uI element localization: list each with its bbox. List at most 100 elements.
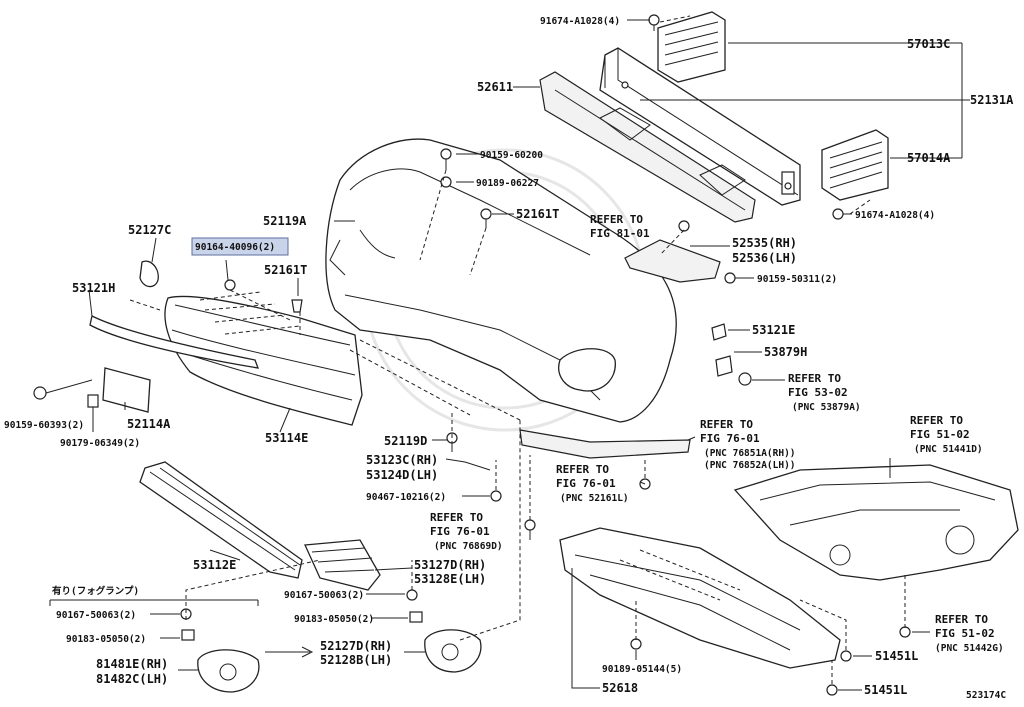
label-90189-05144[interactable]: 90189-05144(5) [602,664,682,675]
label-90167-50063-b[interactable]: 90167-50063(2) [56,610,136,621]
label-52536[interactable]: 52536(LH) [732,251,797,265]
label-57014a[interactable]: 57014A [907,151,951,165]
refer-76-01-a-line-3: (PNC 76851A(RH)) [704,448,796,459]
clip-icon [630,638,642,650]
refer-51-02-a[interactable]: REFER TO FIG 51-02 (PNC 51441D) [910,414,983,455]
arrow-icon [265,646,314,658]
under-cover-52618-part [559,527,841,669]
refer-76-01-b-line-3: (PNC 52161L) [560,493,629,504]
label-90183-05050-a[interactable]: 90183-05050(2) [294,614,374,625]
label-91674-top[interactable]: 91674-A1028(4) [540,16,620,27]
clip-icon [291,299,303,313]
refer-76-01-c-line-2: FIG 76-01 [430,525,490,538]
fog-bezel-right-part [424,629,482,673]
label-53123c[interactable]: 53123C(RH) [366,453,438,467]
label-57013c[interactable]: 57013C [907,37,950,51]
refer-51-02-a-line-1: REFER TO [910,414,963,427]
refer-76-01-b-line-1: REFER TO [556,463,609,476]
leader-lines [45,19,970,691]
bracket-57014a-part [821,129,889,201]
license-bracket-part [87,367,151,413]
label-53124d[interactable]: 53124D(LH) [366,468,438,482]
refer-76-01-b[interactable]: REFER TO FIG 76-01 (PNC 52161L) [556,463,629,504]
side-grille-part [304,539,381,591]
label-52611[interactable]: 52611 [477,80,513,94]
label-90467-10216[interactable]: 90467-10216(2) [366,492,446,503]
label-90179-06349[interactable]: 90179-06349(2) [60,438,140,449]
label-52535[interactable]: 52535(RH) [732,236,797,250]
label-52119a[interactable]: 52119A [263,214,307,228]
label-51451l-a[interactable]: 51451L [875,649,918,663]
label-53112e[interactable]: 53112E [193,558,236,572]
label-53114e[interactable]: 53114E [265,431,308,445]
label-81481e[interactable]: 81481E(RH) [96,657,168,671]
label-53121h[interactable]: 53121H [72,281,115,295]
refer-76-01-a[interactable]: REFER TO FIG 76-01 (PNC 76851A(RH)) (PNC… [700,418,796,471]
label-fog-lamp-option: 有り(フォグランプ) [52,585,139,597]
highlight-box [191,237,289,256]
refer-53-02[interactable]: REFER TO FIG 53-02 (PNC 53879A) [788,372,861,413]
label-52127c[interactable]: 52127C [128,223,171,237]
clip-icon [480,208,492,228]
nut-icon [440,176,452,188]
label-51451l-b[interactable]: 51451L [864,683,907,697]
refer-53-02-line-3: (PNC 53879A) [792,402,861,413]
refer-76-01-c-line-1: REFER TO [430,511,483,524]
clip-icon [715,355,733,377]
clip-icon [899,626,911,638]
refer-76-01-c-line-3: (PNC 76869D) [434,541,503,552]
label-52127d[interactable]: 52127D(RH) [320,639,392,653]
bumper-cover-part [325,138,677,423]
label-81482c[interactable]: 81482C(LH) [96,672,168,686]
refer-51-02-b-line-3: (PNC 51442G) [935,643,1004,654]
bolt-icon [33,386,47,400]
label-90183-05050-b[interactable]: 90183-05050(2) [66,634,146,645]
clip-icon [524,519,536,540]
label-52161t-b[interactable]: 52161T [264,263,307,277]
refer-81-01[interactable]: REFER TO FIG 81-01 [590,213,650,240]
label-52119d[interactable]: 52119D [384,434,427,448]
refer-81-01-line-2: FIG 81-01 [590,227,650,240]
nut-icon [409,611,423,623]
label-52131a[interactable]: 52131A [970,93,1014,107]
label-53127d[interactable]: 53127D(RH) [414,558,486,572]
fasteners [33,14,911,696]
refer-53-02-line-2: FIG 53-02 [788,386,848,399]
label-52161t-a[interactable]: 52161T [516,207,559,221]
label-90189-06227[interactable]: 90189-06227 [476,178,539,189]
clip-icon [490,490,502,502]
refer-76-01-c[interactable]: REFER TO FIG 76-01 (PNC 76869D) [430,511,503,552]
label-90159-60200[interactable]: 90159-60200 [480,150,543,161]
label-52128b[interactable]: 52128B(LH) [320,653,392,667]
clip-icon [224,279,236,291]
refer-76-01-a-line-4: (PNC 76852A(LH)) [704,460,796,471]
label-53121e[interactable]: 53121E [752,323,795,337]
label-53879h[interactable]: 53879H [764,345,807,359]
refer-81-01-line-1: REFER TO [590,213,643,226]
refer-51-02-b[interactable]: REFER TO FIG 51-02 (PNC 51442G) [935,613,1004,654]
label-90167-50063-a[interactable]: 90167-50063(2) [284,590,364,601]
label-53128e[interactable]: 53128E(LH) [414,572,486,586]
bracket-57013c-part [657,11,726,83]
lower-grille-part [164,295,363,426]
screw-icon [406,589,418,601]
fog-bracket-part [519,429,691,459]
retainer-part [624,239,721,283]
cap-52127c-part [139,260,159,288]
fog-bezel-left-part [197,649,260,693]
screw-icon [440,148,452,170]
nut-icon [724,272,736,284]
refer-76-01-a-line-1: REFER TO [700,418,753,431]
grille-53112e-part [139,461,303,579]
refer-76-01-b-line-2: FIG 76-01 [556,477,616,490]
label-91674-bottom[interactable]: 91674-A1028(4) [855,210,935,221]
bolt-icon [832,208,852,220]
part-labels: 91674-A1028(4) 57013C 52611 52131A 90159… [4,16,1014,701]
refer-53-02-line-1: REFER TO [788,372,841,385]
label-90159-60393[interactable]: 90159-60393(2) [4,420,84,431]
label-90164-40096[interactable]: 90164-40096(2) [195,242,275,253]
label-52114a[interactable]: 52114A [127,417,171,431]
label-90159-50311[interactable]: 90159-50311(2) [757,274,837,285]
label-52618[interactable]: 52618 [602,681,638,695]
